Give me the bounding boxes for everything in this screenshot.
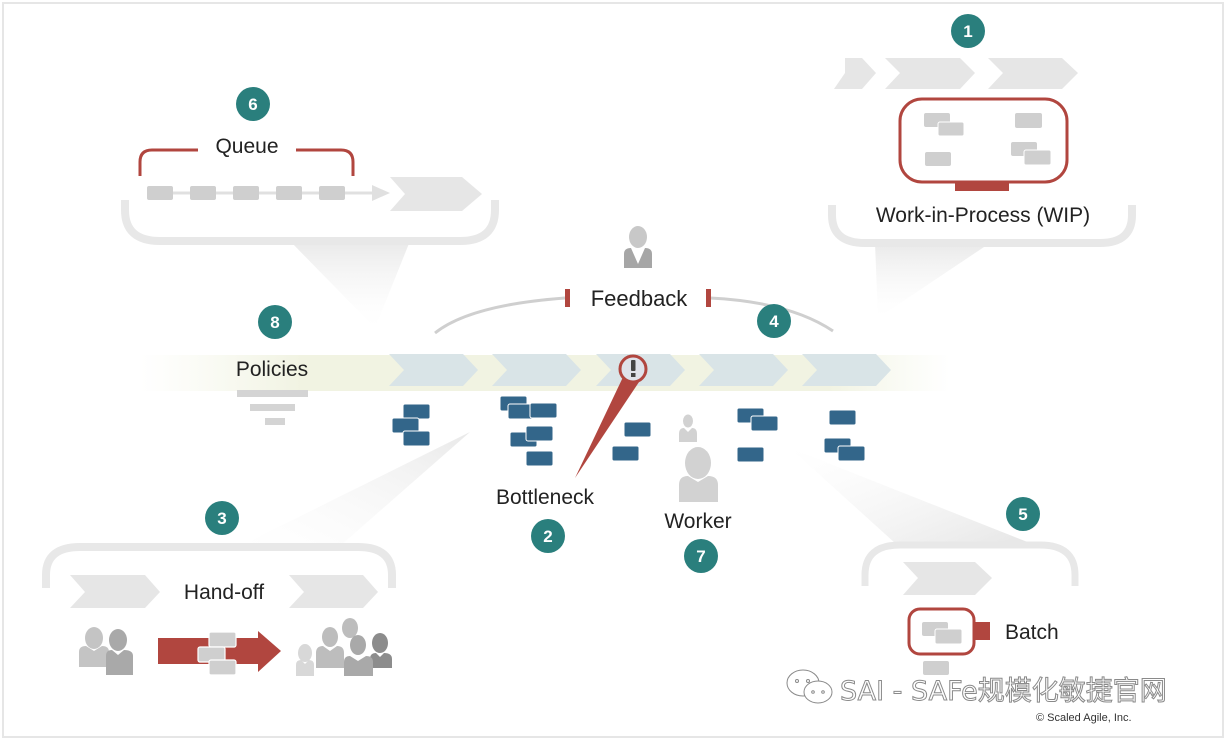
bottleneck-label: Bottleneck xyxy=(496,486,595,509)
customer-icon xyxy=(624,226,652,268)
svg-text:2: 2 xyxy=(543,527,552,546)
badge-4: 4 xyxy=(757,304,791,338)
wechat-icon xyxy=(786,669,833,704)
handoff-receiver-icon xyxy=(296,618,392,676)
policies-label: Policies xyxy=(236,358,308,381)
queue-callout xyxy=(121,148,499,245)
svg-text:4: 4 xyxy=(769,312,779,331)
svg-text:7: 7 xyxy=(696,547,705,566)
batch-callout-tail xyxy=(790,448,1030,543)
badge-6: 6 xyxy=(236,87,270,121)
stage-2 xyxy=(492,354,581,386)
handoff-label: Hand-off xyxy=(184,581,264,604)
stage-1 xyxy=(389,354,478,386)
svg-text:8: 8 xyxy=(270,313,279,332)
handoff-callout-tail xyxy=(240,432,470,546)
badge-3: 3 xyxy=(205,501,239,535)
svg-text:3: 3 xyxy=(217,509,226,528)
handoff-sender-icon xyxy=(79,627,133,675)
stage-4 xyxy=(699,354,788,386)
policies-icon xyxy=(237,390,308,425)
wip-callout xyxy=(828,58,1136,247)
svg-text:6: 6 xyxy=(248,95,257,114)
badge-8: 8 xyxy=(258,305,292,339)
badge-5: 5 xyxy=(1006,497,1040,531)
svg-text:5: 5 xyxy=(1018,505,1027,524)
stage-5 xyxy=(802,354,891,386)
work-items xyxy=(391,395,866,467)
queue-callout-tail xyxy=(290,241,410,328)
handoff-arrow xyxy=(158,631,281,676)
handoff-callout xyxy=(42,543,396,608)
badge-2: 2 xyxy=(531,519,565,553)
feedback-label: Feedback xyxy=(591,286,689,311)
copyright: © Scaled Agile, Inc. xyxy=(1036,712,1132,724)
svg-text:1: 1 xyxy=(963,22,972,41)
badge-7: 7 xyxy=(684,539,718,573)
worker-label: Worker xyxy=(664,510,731,533)
batch-label: Batch xyxy=(1005,621,1059,644)
batch-callout xyxy=(861,541,1079,675)
value-stream-stages xyxy=(389,354,891,386)
badge-1: 1 xyxy=(951,14,985,48)
worker-small-icon xyxy=(679,414,697,442)
queue-label: Queue xyxy=(215,135,278,158)
wip-callout-tail xyxy=(875,243,990,318)
watermark-text: SAI - SAFe规模化敏捷官网 xyxy=(840,676,1167,707)
exclamation-icon xyxy=(631,360,636,377)
wip-label: Work-in-Process (WIP) xyxy=(876,204,1090,227)
worker-icon xyxy=(679,447,718,502)
